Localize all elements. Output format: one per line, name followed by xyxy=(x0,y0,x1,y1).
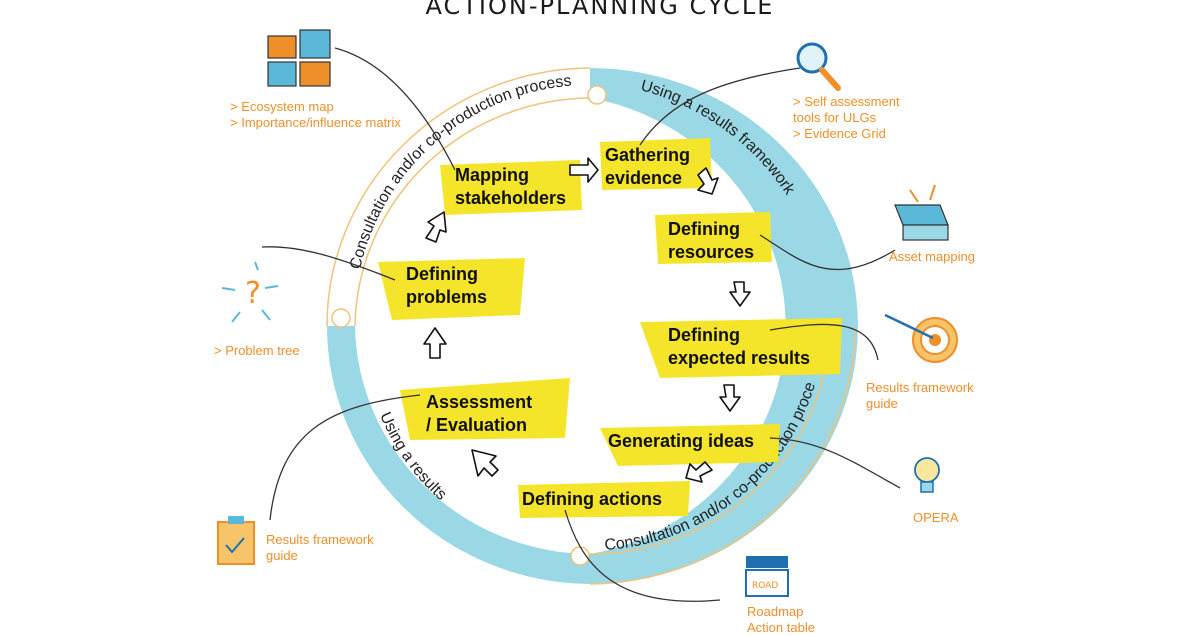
step-mapping-stakeholders: Mapping stakeholders xyxy=(455,165,567,208)
tool-label-self-assessment: > Self assessment tools for ULGs > Evide… xyxy=(793,94,900,141)
step-defining-actions: Defining actions xyxy=(522,489,663,509)
arrow-right-icon xyxy=(569,157,599,183)
svg-text:ROAD: ROAD xyxy=(752,581,778,591)
highlight-expected xyxy=(640,318,842,378)
tool-label-results-left: Results framework guide xyxy=(266,532,374,563)
tool-label-roadmap: Roadmap Action table xyxy=(747,604,815,635)
connector-lines xyxy=(261,47,901,602)
inner-ring-line xyxy=(354,97,591,327)
highlight-problems xyxy=(378,258,525,320)
puzzle-tab-left xyxy=(331,308,351,328)
arrow-down-right-icon xyxy=(697,167,719,195)
connector-results-right xyxy=(769,323,879,361)
magnifier-icon xyxy=(796,42,841,91)
highlight-mapping xyxy=(440,160,582,215)
clapperboard-icon: ROAD xyxy=(745,556,789,597)
outer-ring-line xyxy=(326,67,591,327)
arrow-down-left-icon xyxy=(685,461,713,483)
lightbulb-icon xyxy=(914,457,940,493)
step-assessment-evaluation: Assessment / Evaluation xyxy=(426,392,533,435)
step-defining-expected-results: Defining expected results xyxy=(668,325,811,368)
blue-band-left xyxy=(327,326,590,584)
question-icon: ? xyxy=(221,261,279,323)
tool-label-ecosystem: > Ecosystem map > Importance/influence m… xyxy=(230,99,401,130)
clipboard-icon xyxy=(217,516,255,565)
arrow-down-icon xyxy=(719,384,741,412)
tool-label-opera: OPERA xyxy=(913,510,959,525)
tool-label-results-right: Results framework guide xyxy=(866,380,974,411)
connector-problem-tree xyxy=(261,246,396,281)
connector-results-left xyxy=(269,394,421,521)
highlight-gathering xyxy=(600,138,712,190)
highlight-ideas xyxy=(600,424,780,466)
highlight-assessment xyxy=(400,378,570,440)
tool-label-asset-mapping: Asset mapping xyxy=(889,249,975,264)
connector-opera xyxy=(769,437,901,489)
step-gathering-evidence: Gathering evidence xyxy=(605,145,691,188)
arrow-up-left-icon xyxy=(471,449,499,477)
tool-label-problem-tree: > Problem tree xyxy=(214,343,300,358)
box-icon xyxy=(894,184,949,241)
puzzle-tab-top xyxy=(587,85,607,105)
connector-self-assessment xyxy=(639,67,801,146)
blue-band-right xyxy=(590,68,858,584)
outer-ring-line-bottom xyxy=(589,325,856,585)
highlight-resources xyxy=(655,212,772,264)
step-defining-problems: Defining problems xyxy=(406,264,488,307)
connector-asset xyxy=(759,234,896,271)
arrow-down-icon xyxy=(729,281,751,307)
flow-arrows xyxy=(423,157,751,483)
svg-text:?: ? xyxy=(245,276,261,311)
connector-ecosystem xyxy=(334,47,456,171)
step-generating-ideas: Generating ideas xyxy=(608,431,755,451)
highlight-actions xyxy=(518,481,690,518)
arrow-up-right-icon xyxy=(425,211,447,243)
puzzle-icon xyxy=(267,29,331,87)
target-icon xyxy=(884,313,958,363)
connector-roadmap xyxy=(564,509,721,602)
inner-ring-line-bottom xyxy=(589,325,831,555)
arrow-up-icon xyxy=(423,327,447,359)
step-defining-resources: Defining resources xyxy=(668,219,755,262)
page-title: ACTION-PLANNING CYCLE xyxy=(425,0,775,20)
highlights xyxy=(378,138,842,518)
